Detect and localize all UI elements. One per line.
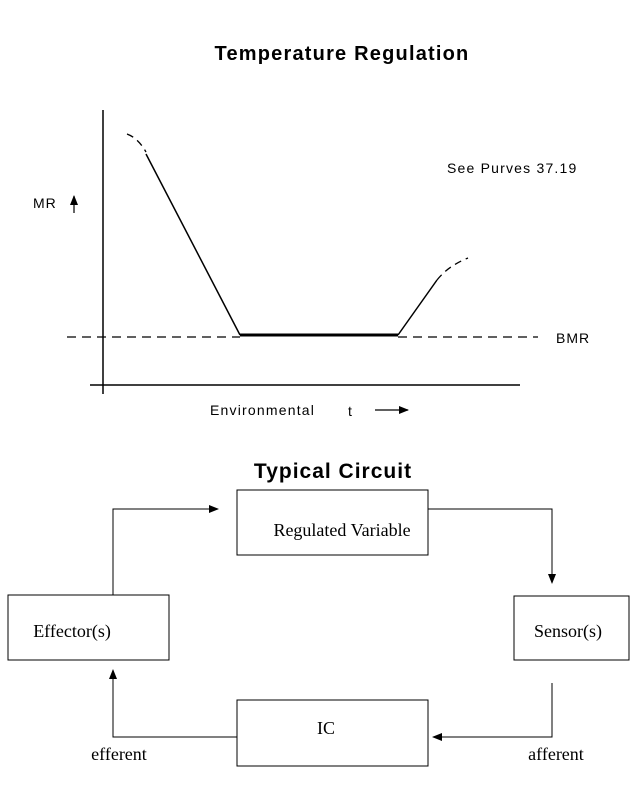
regulated-variable-box — [236, 489, 429, 556]
arrow-ic-to-effector — [109, 669, 237, 738]
sensor-box — [513, 595, 630, 661]
regulated-variable-label: Regulated Variable — [273, 520, 410, 540]
bmr-label: BMR — [556, 330, 590, 346]
afferent-label: afferent — [528, 744, 584, 764]
arrow-effector-to-regulated — [112, 505, 219, 595]
graph-y-label: MR — [33, 195, 57, 211]
mr-curve-right-dashed — [436, 257, 469, 281]
graph-x-label-variable: t — [348, 403, 352, 419]
effector-label: Effector(s) — [33, 621, 111, 642]
efferent-label: efferent — [91, 744, 147, 764]
ic-label: IC — [317, 718, 335, 738]
graph-title: Temperature Regulation — [215, 43, 470, 65]
effector-box — [7, 594, 170, 661]
arrow-sensor-to-ic — [432, 683, 553, 741]
circuit-title: Typical Circuit — [254, 460, 412, 483]
graph-note: See Purves 37.19 — [447, 160, 578, 176]
mr-curve-right-slope — [397, 279, 438, 336]
graph-x-label: Environmental — [210, 402, 315, 418]
mr-curve-left-slope — [145, 153, 241, 336]
mr-curve-left-dashed — [126, 133, 147, 153]
arrow-regulated-to-sensor — [428, 508, 556, 584]
sensor-label: Sensor(s) — [534, 621, 602, 642]
ic-box — [236, 699, 429, 767]
